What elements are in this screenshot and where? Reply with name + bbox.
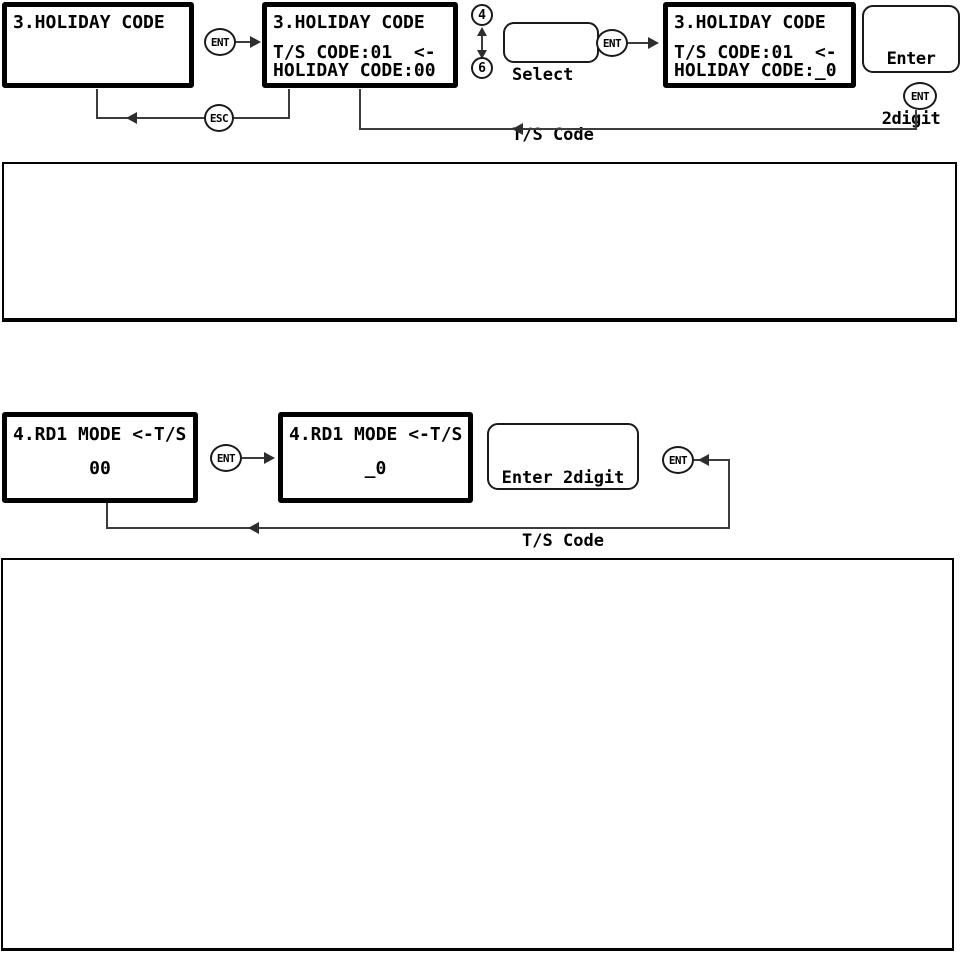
esc-key-circle: ESC	[204, 104, 234, 132]
arrow-up-icon	[477, 27, 487, 36]
arrow-right-icon	[648, 37, 659, 49]
lcd-screen-holiday-menu: 3.HOLIDAY CODE	[2, 2, 194, 88]
ent-key-label: ENT	[602, 36, 622, 50]
lcd-text-line: 3.HOLIDAY CODE	[674, 12, 826, 33]
flow-line	[242, 457, 266, 459]
lcd-text-line: HOLIDAY CODE:_0	[674, 60, 837, 81]
lcd-screen-holiday-hs-entry: 3.HOLIDAY CODE T/S CODE:01 <- HOLIDAY CO…	[663, 2, 856, 88]
hint-text-line: 2digit	[881, 109, 941, 129]
ent-key-circle: ENT	[210, 444, 242, 472]
hint-select-ts-code: Select T/S Code	[503, 22, 599, 145]
flow-line	[236, 41, 252, 43]
flow-line	[694, 459, 730, 461]
ent-key-circle: ENT	[596, 29, 628, 57]
flow-line	[106, 503, 108, 529]
lcd-text-line: T/S CODE:01 <-	[674, 42, 837, 63]
lcd-text-line: 00	[89, 458, 111, 479]
flow-line	[359, 128, 917, 130]
flow-line	[288, 89, 290, 119]
arrow-down-icon	[477, 50, 487, 59]
arrow-left-icon	[126, 112, 137, 124]
flow-line	[106, 527, 730, 529]
hint-text-line: Enter	[886, 49, 936, 69]
flow-line	[628, 42, 650, 44]
hint-text-line: Select	[512, 65, 574, 85]
lcd-text-line: T/S CODE:01 <-	[273, 42, 436, 63]
digit-6-key-circle: 6	[471, 57, 493, 79]
flow-line	[359, 89, 361, 130]
arrow-left-icon	[512, 123, 523, 135]
flow-line	[915, 110, 917, 130]
digit-4-key-circle: 4	[471, 4, 493, 26]
hint-text-line: Enter 2digit	[501, 468, 625, 488]
empty-panel-1	[2, 162, 957, 322]
flow-line	[234, 117, 290, 119]
hint-enter-ts-code: Enter 2digit T/S Code (00~10)	[487, 423, 639, 614]
arrow-left-icon	[248, 522, 259, 534]
ent-key-circle: ENT	[662, 446, 694, 474]
flow-line	[96, 89, 98, 119]
ent-key-circle: ENT	[204, 28, 236, 56]
lcd-screen-holiday-ts-selected: 3.HOLIDAY CODE T/S CODE:01 <- HOLIDAY CO…	[262, 2, 458, 88]
ent-key-label: ENT	[216, 451, 236, 465]
lcd-screen-rd1-entry: 4.RD1 MODE <-T/S _0	[278, 412, 473, 503]
lcd-text-line: _0	[364, 458, 387, 479]
lcd-text-line: 4.RD1 MODE <-T/S	[289, 424, 463, 445]
flow-line	[728, 459, 730, 529]
digit-4-key-label: 4	[478, 7, 486, 23]
flow-line	[96, 117, 205, 119]
hint-text-line: T/S Code	[522, 531, 604, 551]
ent-key-circle: ENT	[903, 82, 937, 110]
esc-key-label: ESC	[209, 111, 229, 125]
digit-6-key-label: 6	[478, 60, 486, 76]
lcd-text-line: 4.RD1 MODE <-T/S	[13, 424, 187, 445]
flow-line	[481, 29, 483, 57]
lcd-text-line: HOLIDAY CODE:00	[273, 60, 436, 81]
arrow-right-icon	[264, 452, 275, 464]
ent-key-label: ENT	[210, 35, 230, 49]
ent-key-label: ENT	[668, 453, 688, 467]
hint-enter-hs-code: Enter 2digit H/S Code	[862, 5, 960, 189]
empty-panel-2	[1, 558, 954, 951]
ent-key-label: ENT	[910, 89, 930, 103]
lcd-screen-rd1-mode: 4.RD1 MODE <-T/S 00	[2, 412, 198, 503]
arrow-right-icon	[250, 36, 261, 48]
lcd-text-line: 3.HOLIDAY CODE	[13, 12, 165, 33]
lcd-text-line: 3.HOLIDAY CODE	[273, 12, 425, 33]
arrow-left-icon	[698, 454, 709, 466]
